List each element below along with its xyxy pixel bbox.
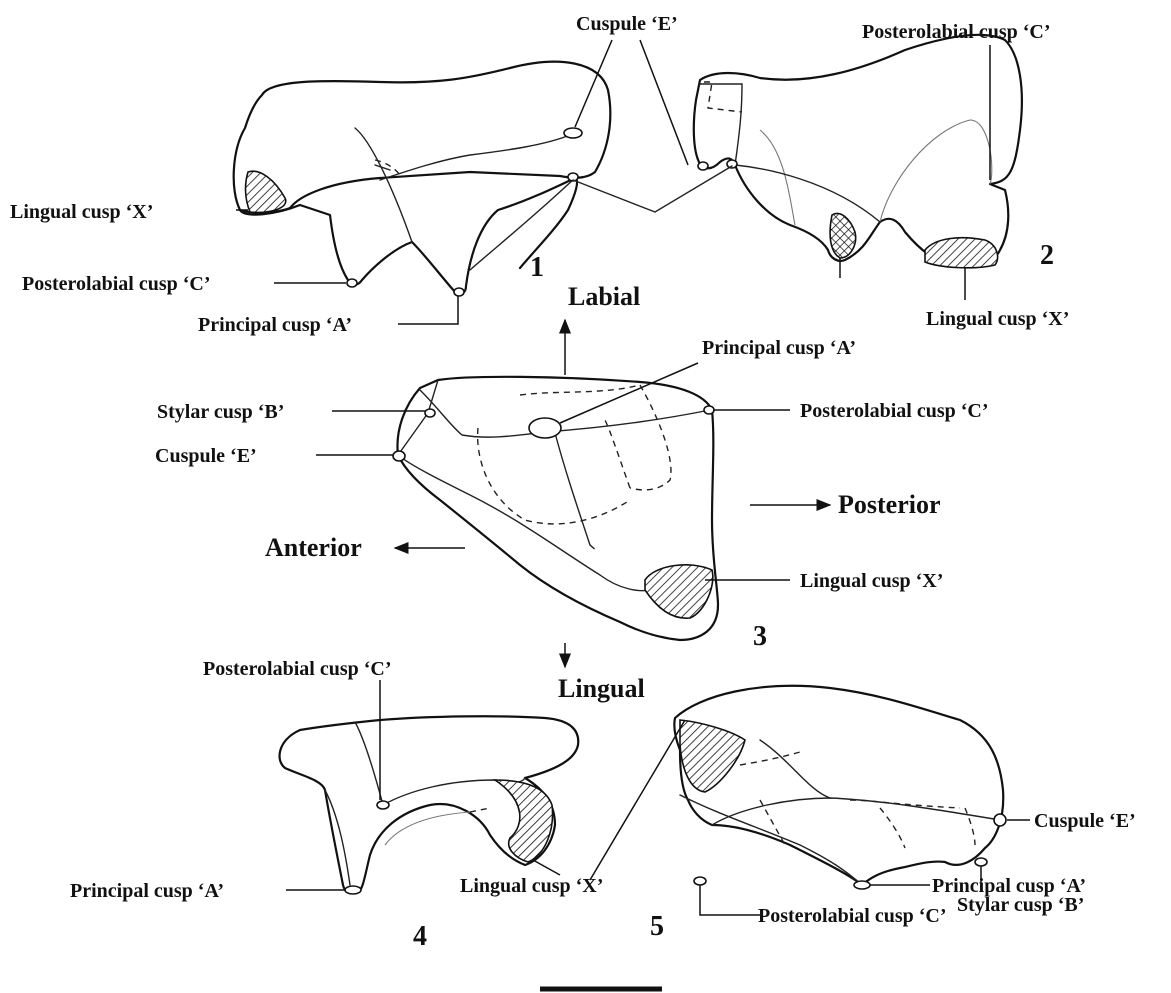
panel-5-posterolabial-cusp-c-mark (694, 877, 706, 885)
label-stylar-b-panel3: Stylar cusp ‘B’ (157, 401, 284, 423)
panel-5-tooth-drawing (674, 686, 1006, 889)
panel-1-posterolabial-cusp-c-mark (347, 279, 357, 287)
panel-3-cuspule-e-mark (393, 451, 405, 461)
label-cuspule-e-panel3: Cuspule ‘E’ (155, 445, 257, 467)
label-principal-a-panel2-3: Principal cusp ‘A’ (702, 337, 856, 359)
panel-number-1: 1 (530, 252, 544, 283)
panel-5-stylar-cusp-b-mark (975, 858, 987, 866)
panel-number-5: 5 (650, 911, 664, 942)
label-cuspule-e-top: Cuspule ‘E’ (576, 13, 678, 35)
panel-3-posterolabial-cusp-c-mark (704, 406, 714, 414)
label-lingual-x-panel4-5: Lingual cusp ‘X’ (460, 875, 603, 897)
label-lingual-x-panel1: Lingual cusp ‘X’ (10, 201, 153, 223)
label-lingual-x-panel3: Lingual cusp ‘X’ (800, 570, 943, 592)
direction-labial: Labial (568, 282, 640, 311)
panel-1-cuspule-e-mark (564, 128, 582, 138)
direction-anterior: Anterior (265, 533, 362, 562)
panel-5-cuspule-e-mark (994, 814, 1006, 826)
panel-2-principal-cusp-a-shading (830, 214, 856, 258)
orientation-arrows (395, 320, 830, 667)
panel-2-tooth-drawing (694, 35, 1022, 268)
label-posterolabial-c-panel4: Posterolabial cusp ‘C’ (203, 658, 392, 680)
label-posterolabial-c-panel1: Posterolabial cusp ‘C’ (22, 273, 211, 295)
panel-number-4: 4 (413, 921, 427, 952)
panel-4-principal-cusp-a-mark (345, 886, 361, 894)
direction-lingual: Lingual (558, 674, 645, 703)
label-stylar-b-panel5: Stylar cusp ‘B’ (957, 894, 1084, 916)
panel-3-stylar-cusp-b-mark (425, 409, 435, 417)
panel-number-2: 2 (1040, 240, 1054, 271)
panel-3-principal-cusp-a-mark (529, 418, 561, 438)
direction-posterior: Posterior (838, 490, 941, 519)
panel-4-tooth-drawing (280, 716, 579, 894)
panel-2-cuspule-e-mark (698, 162, 708, 170)
panel-2-lingual-cusp-x-shading (925, 238, 998, 268)
label-posterolabial-c-top: Posterolabial cusp ‘C’ (862, 21, 1051, 43)
panel-5-principal-cusp-a-mark (854, 881, 870, 889)
panel-3-tooth-drawing (393, 377, 718, 640)
panel-3-lingual-cusp-x-shading (645, 565, 713, 618)
label-principal-a-panel1: Principal cusp ‘A’ (198, 314, 352, 336)
panel-5-lingual-cusp-x-shading (680, 720, 745, 792)
panel-4-posterolabial-cusp-c-mark (377, 801, 389, 809)
label-posterolabial-c-panel3: Posterolabial cusp ‘C’ (800, 400, 989, 422)
label-lingual-x-panel2: Lingual cusp ‘X’ (926, 308, 1069, 330)
panel-1-principal-cusp-a-mark (454, 288, 464, 296)
label-posterolabial-c-panel5: Posterolabial cusp ‘C’ (758, 905, 947, 927)
label-principal-a-panel4: Principal cusp ‘A’ (70, 880, 224, 902)
panel-1-lingual-cusp-x-shading (246, 171, 286, 212)
label-cuspule-e-panel5: Cuspule ‘E’ (1034, 810, 1136, 832)
leader-lines (236, 40, 1030, 915)
label-principal-a-panel5: Principal cusp ‘A’ (932, 875, 1086, 897)
panel-1-tooth-drawing (234, 62, 611, 296)
panel-number-3: 3 (753, 621, 767, 652)
panel-1-2-connector (573, 166, 732, 212)
